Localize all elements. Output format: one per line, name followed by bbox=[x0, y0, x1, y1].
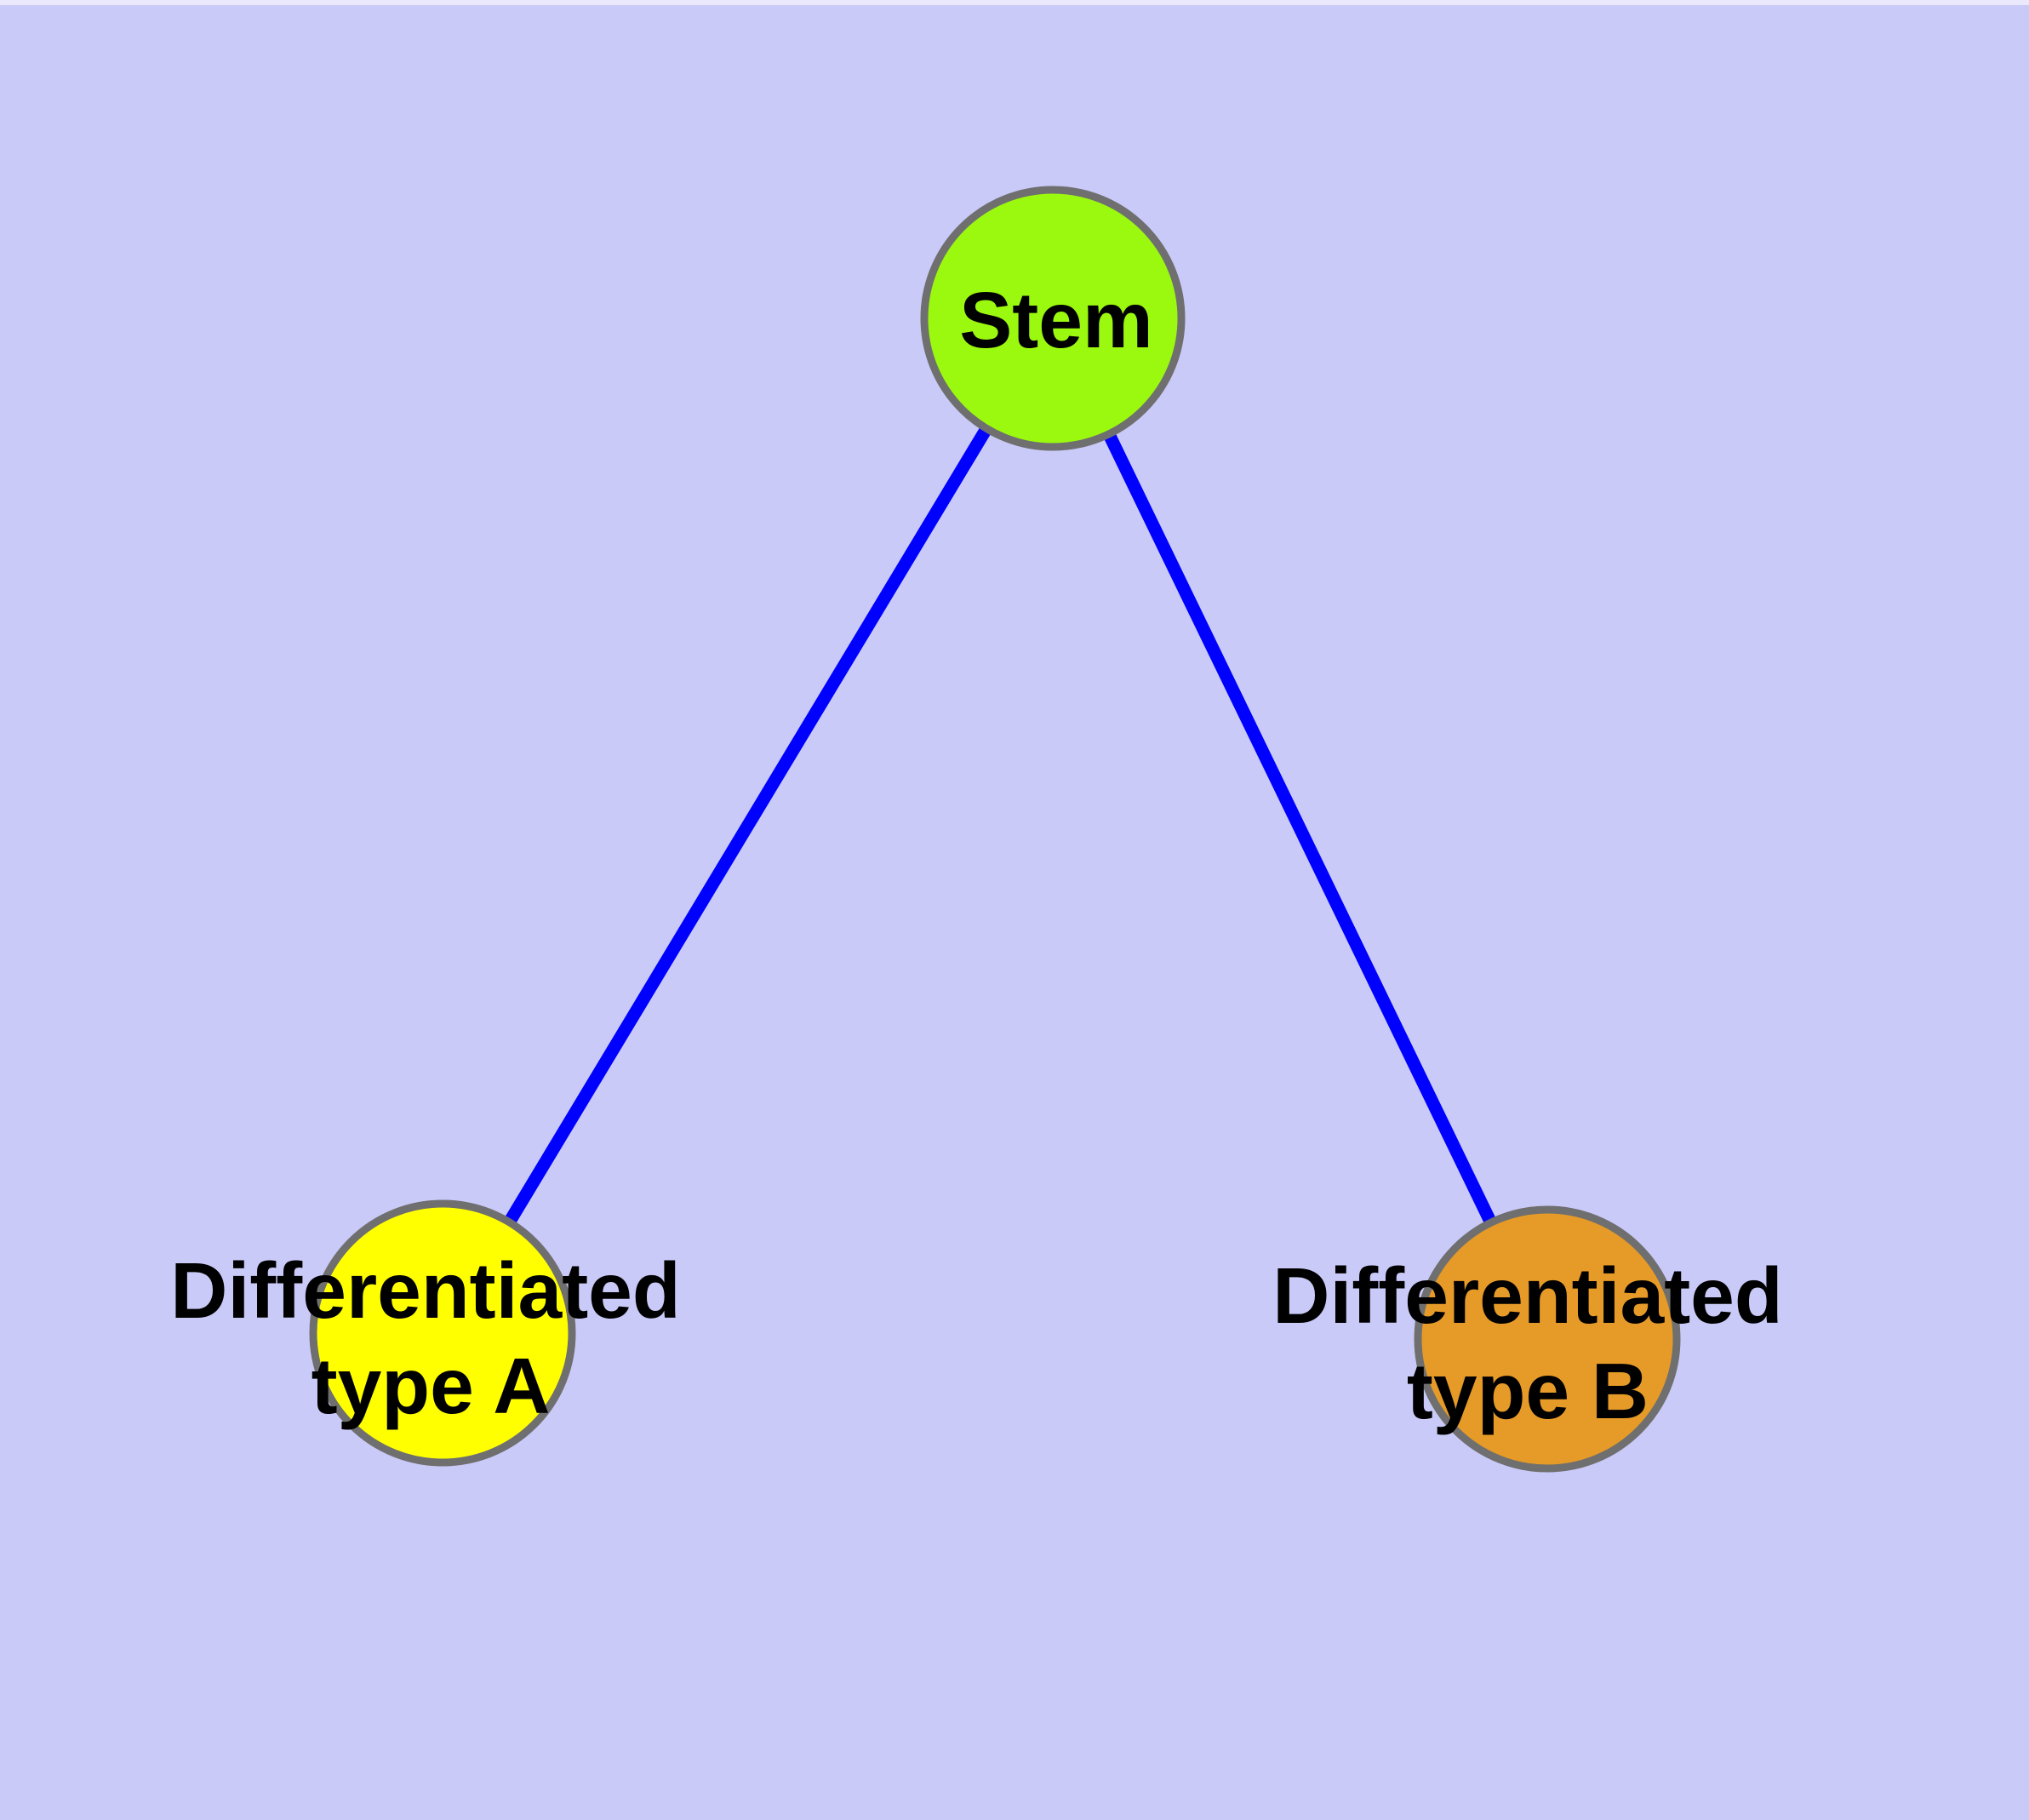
type-a-label-line2: type A bbox=[311, 1342, 551, 1430]
node-stem bbox=[920, 186, 1186, 451]
edge-stem-to-type-a bbox=[437, 315, 1059, 1336]
edge-stem-to-type-b bbox=[1047, 315, 1553, 1342]
type-b-label-line2: type B bbox=[1407, 1347, 1649, 1435]
node-differentiated-type-a bbox=[309, 1199, 576, 1467]
node-differentiated-type-b bbox=[1414, 1205, 1681, 1473]
stem-node-label: Stem bbox=[959, 276, 1152, 364]
top-edge-strip bbox=[0, 0, 2029, 5]
type-a-label-line1: Differentiated bbox=[170, 1246, 680, 1335]
type-b-label-line1: Differentiated bbox=[1272, 1251, 1782, 1340]
